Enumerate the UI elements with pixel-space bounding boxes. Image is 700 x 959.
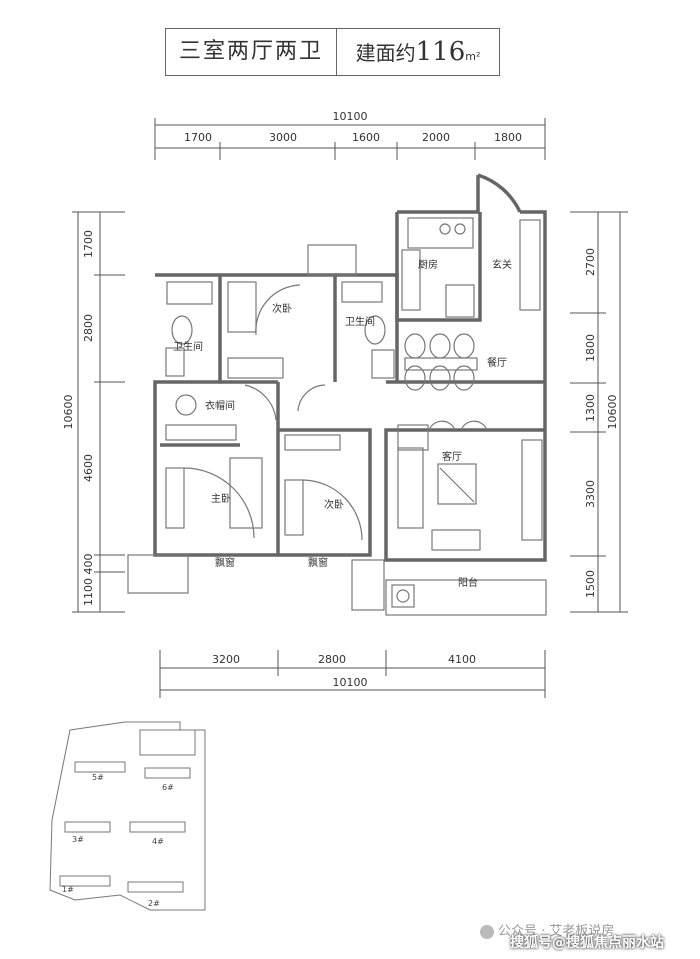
room-dining: 餐厅 [487,356,507,369]
area-value: 116 [415,37,466,67]
dim-top-2: 3000 [269,131,297,144]
dim-left-5: 1100 [82,578,95,606]
room-second-bedroom-top: 次卧 [272,302,292,315]
dim-right-total: 10600 [606,395,619,430]
dim-right-2: 1800 [584,334,597,362]
site-building-2: 2# [148,899,160,908]
area-unit: m² [465,50,481,63]
sohu-watermark: 搜狐号@搜狐焦点丽水站 [510,935,664,951]
room-balcony: 阳台 [458,576,478,589]
dim-top-3: 1600 [352,131,380,144]
area-title: 建面约116m² [337,37,499,67]
dim-right-1: 2700 [584,248,597,276]
dim-left-2: 2800 [82,314,95,342]
dim-right-3: 1300 [584,394,597,422]
dim-top-1: 1700 [184,131,212,144]
dim-top-4: 2000 [422,131,450,144]
fixtures [127,217,547,616]
dim-right-4: 3300 [584,480,597,508]
room-master: 主卧 [211,492,231,505]
room-bathroom-left: 卫生间 [173,340,203,353]
dim-bottom-total: 10100 [333,676,368,689]
room-labels: 厨房 玄关 次卧 卫生间 卫生间 餐厅 衣帽间 客厅 主卧 次卧 飘窗 飘窗 阳… [173,258,512,589]
site-building-4: 4# [152,837,164,846]
wechat-watermark-text: 公众号 · 艾老板说房 [498,924,615,939]
dim-bottom-2: 2800 [318,653,346,666]
dim-right-5: 1500 [584,570,597,598]
dim-left-total: 10600 [62,395,75,430]
room-second-bedroom-bottom: 次卧 [324,498,344,511]
room-kitchen: 厨房 [418,258,438,271]
dim-left-4: 400 [82,554,95,575]
wechat-icon [480,924,494,939]
room-bay-window-right: 飘窗 [308,556,328,569]
dim-top-total: 10100 [333,110,368,123]
dimension-lines [72,118,628,698]
room-closet: 衣帽间 [205,399,235,412]
room-bay-window-left: 飘窗 [215,556,235,569]
walls [153,173,547,562]
room-entrance: 玄关 [492,258,512,271]
room-living: 客厅 [442,450,462,463]
dim-top-5: 1800 [494,131,522,144]
area-prefix: 建面约 [355,41,416,65]
site-plan-labels: 5# 6# 3# 4# 1# 2# [62,773,174,908]
dimension-labels: 10100 1700 3000 1600 2000 1800 3200 2800… [62,110,619,689]
site-building-1: 1# [62,885,74,894]
site-plan [49,721,206,911]
title-box: 三室两厅两卫 建面约116m² [165,28,500,76]
dim-bottom-1: 3200 [212,653,240,666]
layout-title: 三室两厅两卫 [166,29,337,75]
site-building-5: 5# [92,773,104,782]
dim-left-1: 1700 [82,230,95,258]
site-building-3: 3# [72,835,84,844]
site-building-6: 6# [162,783,174,792]
dim-left-3: 4600 [82,454,95,482]
dim-bottom-3: 4100 [448,653,476,666]
wechat-watermark: 公众号 · 艾老板说房 [480,920,614,939]
room-bathroom-right: 卫生间 [345,315,375,328]
